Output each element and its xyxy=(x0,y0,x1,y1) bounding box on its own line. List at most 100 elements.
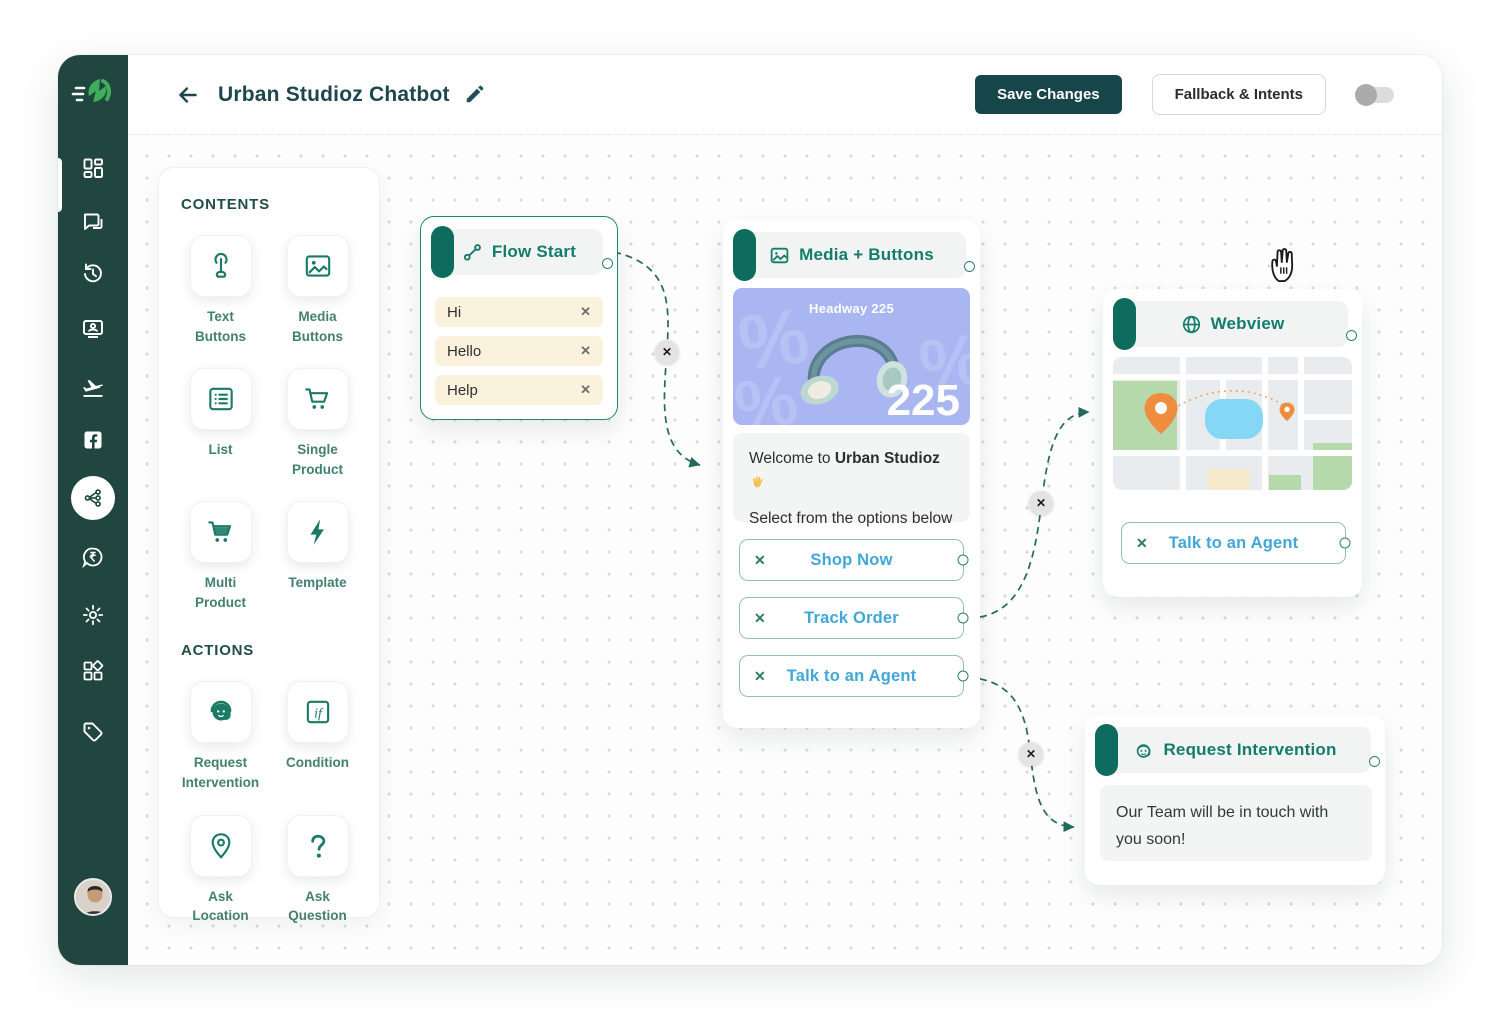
node-title: Media + Buttons xyxy=(799,245,934,264)
palette-item-list[interactable]: List xyxy=(181,368,260,479)
palette-item-request-intervention[interactable]: Request Intervention xyxy=(181,681,260,792)
welcome-line: Welcome to Urban Studioz xyxy=(749,447,954,495)
app-window: Urban Studioz Chatbot Save Changes Fallb… xyxy=(58,55,1442,965)
flow-button-talk-to-agent[interactable]: ✕ Talk to an Agent xyxy=(1121,522,1351,564)
output-port[interactable] xyxy=(957,612,969,624)
if-icon: if xyxy=(306,701,329,724)
blocks-palette: CONTENTS Text Buttons Media Buttons xyxy=(158,167,380,923)
flow-button-talk-to-agent[interactable]: ✕ Talk to an Agent xyxy=(739,655,969,697)
output-port[interactable] xyxy=(602,258,613,269)
sidebar-item-payments[interactable] xyxy=(80,544,106,570)
delete-connection-button[interactable]: ✕ xyxy=(1029,491,1053,515)
media-product-title: Headway 225 xyxy=(809,301,894,316)
node-webview[interactable]: Webview xyxy=(1103,289,1362,597)
map-pin-large xyxy=(1144,393,1178,434)
output-port[interactable] xyxy=(957,554,969,566)
contents-section-title: CONTENTS xyxy=(181,196,270,213)
output-port[interactable] xyxy=(1346,330,1357,341)
close-icon[interactable]: ✕ xyxy=(580,382,591,397)
sidebar-item-broadcast[interactable] xyxy=(80,375,106,401)
fallback-intents-button[interactable]: Fallback & Intents xyxy=(1151,74,1326,115)
output-port[interactable] xyxy=(957,670,969,682)
sidebar-item-tags[interactable] xyxy=(80,719,106,745)
palette-item-template[interactable]: Template xyxy=(278,501,357,612)
cart-filled-icon xyxy=(207,521,231,543)
palette-item-text-buttons[interactable]: Text Buttons xyxy=(181,235,260,346)
output-port[interactable] xyxy=(964,261,975,272)
node-request-intervention[interactable]: Request Intervention Our Team will be in… xyxy=(1085,715,1385,885)
back-arrow-icon xyxy=(179,86,197,103)
delete-connection-button[interactable]: ✕ xyxy=(1019,742,1043,766)
close-icon[interactable]: ✕ xyxy=(580,304,591,319)
node-title: Request Intervention xyxy=(1163,740,1337,759)
chats-icon xyxy=(84,213,103,230)
remove-button-icon[interactable]: ✕ xyxy=(754,667,766,684)
agent-icon xyxy=(210,700,231,721)
image-icon xyxy=(305,255,330,277)
widgets-icon xyxy=(83,660,104,681)
header-actions: Save Changes Fallback & Intents xyxy=(975,74,1394,115)
palette-item-ask-location[interactable]: Ask Location xyxy=(181,814,260,926)
flow-button-track-order[interactable]: ✕ Track Order xyxy=(739,597,969,639)
svg-text:if: if xyxy=(314,706,324,721)
sidebar-item-dashboard[interactable] xyxy=(80,155,106,181)
history-icon xyxy=(84,263,102,283)
flow-canvas[interactable]: ✕ ✕ ✕ CONTENTS Text Buttons Media Butt xyxy=(128,135,1442,965)
keyword-chip[interactable]: Hi ✕ xyxy=(435,297,603,327)
node-header: Media + Buttons xyxy=(733,229,975,281)
palette-item-single-product[interactable]: Single Product xyxy=(278,368,357,479)
sidebar-item-settings[interactable] xyxy=(80,602,106,628)
keyword-label: Hello xyxy=(447,342,482,360)
flow-button-shop-now[interactable]: ✕ Shop Now xyxy=(739,539,969,581)
palette-item-media-buttons[interactable]: Media Buttons xyxy=(278,235,357,346)
message-bubble[interactable]: Welcome to Urban Studioz Select from the… xyxy=(733,433,970,527)
tag-icon xyxy=(83,722,103,742)
sidebar xyxy=(58,55,128,965)
node-media-buttons[interactable]: Media + Buttons % % % Headway 225 225 xyxy=(723,220,980,728)
pin-icon xyxy=(211,832,230,859)
globe-icon xyxy=(1182,315,1200,333)
save-changes-button[interactable]: Save Changes xyxy=(975,75,1122,114)
back-button[interactable] xyxy=(174,81,202,109)
node-accent-bar xyxy=(431,226,454,278)
media-image[interactable]: % % % Headway 225 225 xyxy=(733,288,970,425)
sidebar-item-flows-active[interactable] xyxy=(71,476,115,520)
node-title: Webview xyxy=(1210,314,1285,333)
palette-item-multi-product[interactable]: Multi Product xyxy=(181,501,260,612)
intervention-message: Our Team will be in touch with you soon! xyxy=(1116,804,1329,849)
node-header: Request Intervention xyxy=(1095,724,1380,776)
contact-card-icon xyxy=(83,320,103,338)
contents-grid: Text Buttons Media Buttons List xyxy=(181,235,357,612)
output-port[interactable] xyxy=(1339,537,1351,549)
sidebar-item-chats[interactable] xyxy=(80,209,106,235)
sidebar-item-history[interactable] xyxy=(80,260,106,286)
bolt-icon xyxy=(310,519,324,546)
toggle-knob xyxy=(1355,83,1377,106)
close-icon[interactable]: ✕ xyxy=(580,343,591,358)
edit-title-button[interactable] xyxy=(464,83,488,107)
sidebar-item-facebook[interactable] xyxy=(80,427,106,453)
toggle-switch-off[interactable] xyxy=(1355,83,1394,106)
sidebar-item-contacts[interactable] xyxy=(80,315,106,341)
node-flow-start[interactable]: Flow Start Hi ✕ Hello ✕ Help ✕ xyxy=(420,216,618,420)
hand-cursor-icon xyxy=(1271,248,1294,282)
select-options-line: Select from the options below xyxy=(749,510,953,528)
rupee-chat-icon xyxy=(82,547,103,569)
remove-button-icon[interactable]: ✕ xyxy=(1136,534,1148,551)
flow-start-icon xyxy=(463,243,481,261)
message-bubble[interactable]: Our Team will be in touch with you soon! xyxy=(1100,785,1372,861)
gear-icon xyxy=(82,604,104,626)
remove-button-icon[interactable]: ✕ xyxy=(754,551,766,568)
palette-item-condition[interactable]: if Condition xyxy=(278,681,357,792)
palette-item-ask-question[interactable]: Ask Question xyxy=(278,814,357,926)
flow-icon xyxy=(84,489,101,507)
output-port[interactable] xyxy=(1369,756,1380,767)
list-icon xyxy=(208,387,233,411)
remove-button-icon[interactable]: ✕ xyxy=(754,609,766,626)
user-avatar[interactable] xyxy=(74,878,112,916)
keyword-chip[interactable]: Hello ✕ xyxy=(435,336,603,366)
keyword-chip[interactable]: Help ✕ xyxy=(435,375,603,405)
map-preview[interactable] xyxy=(1113,357,1352,490)
delete-connection-button[interactable]: ✕ xyxy=(655,340,679,364)
sidebar-item-integrations[interactable] xyxy=(80,658,106,684)
